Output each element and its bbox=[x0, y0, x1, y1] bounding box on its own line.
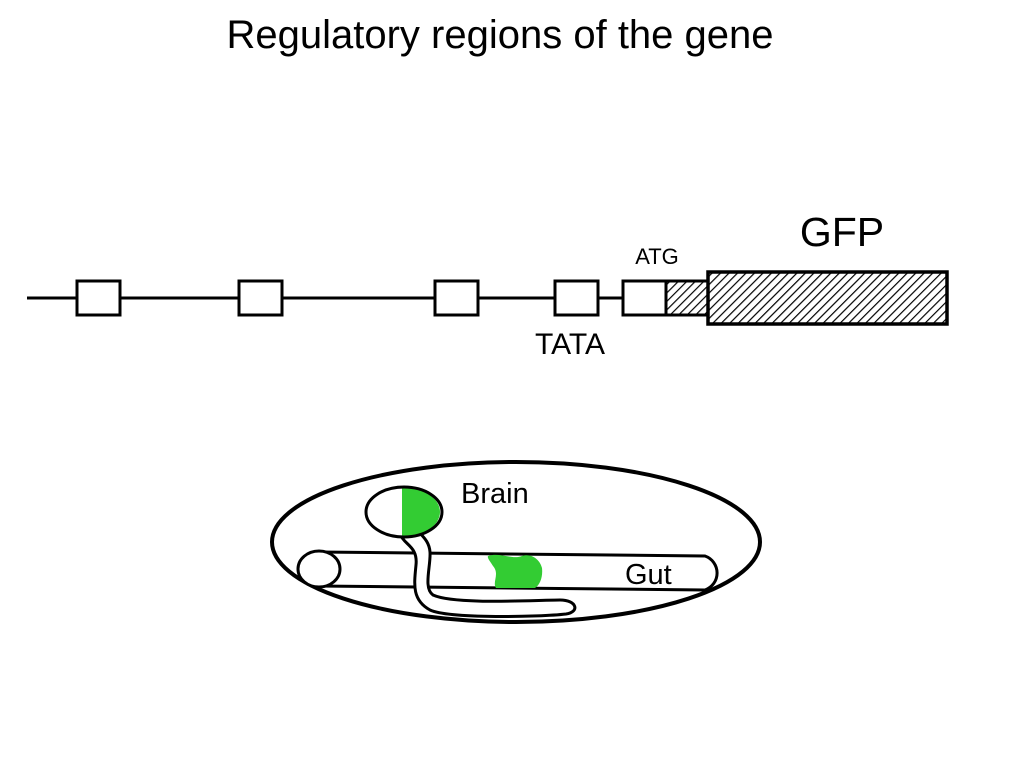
tata-box bbox=[553, 279, 600, 317]
slide-title: Regulatory regions of the gene bbox=[226, 13, 774, 57]
regulatory-element-1 bbox=[75, 279, 122, 317]
tata-label: TATA bbox=[535, 328, 605, 361]
transcription-start-box bbox=[621, 279, 668, 317]
gene-construct: GFP ATG TATA bbox=[27, 209, 949, 361]
regulatory-element-2 bbox=[237, 279, 284, 317]
atg-label: ATG bbox=[635, 244, 679, 269]
gut-opening bbox=[296, 549, 342, 589]
gfp-coding-region bbox=[706, 270, 949, 326]
brain-expression-half bbox=[402, 487, 440, 537]
regulatory-element-3 bbox=[433, 279, 480, 317]
leader-hatched-region bbox=[664, 279, 710, 317]
gut-expression-patch bbox=[487, 554, 543, 588]
gut-label: Gut bbox=[625, 559, 672, 591]
brain-label: Brain bbox=[461, 478, 529, 510]
gfp-label: GFP bbox=[800, 209, 884, 255]
brain-border bbox=[364, 485, 444, 539]
organism-schematic: Brain Gut bbox=[270, 460, 762, 624]
